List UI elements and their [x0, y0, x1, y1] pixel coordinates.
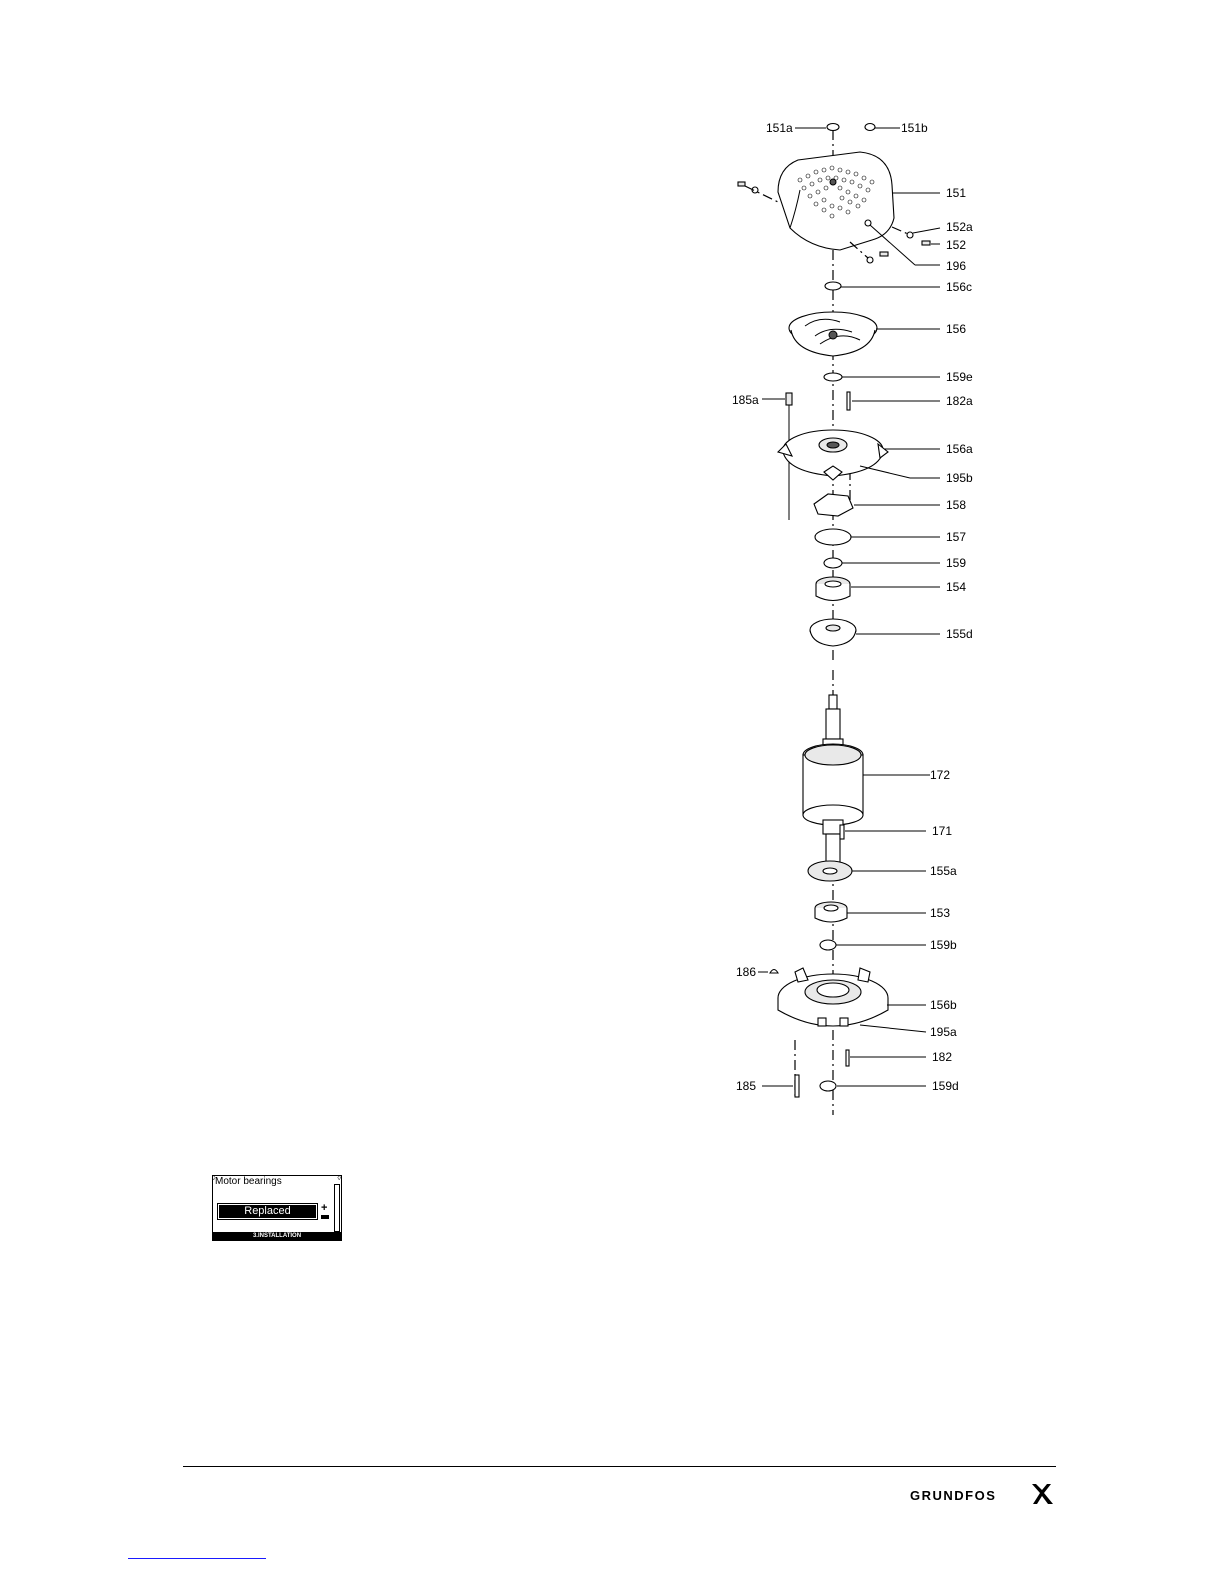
- part-156c: 156c: [825, 280, 972, 294]
- part-156b-end-shield: 156b 195a: [778, 968, 957, 1039]
- link-underline: [128, 1558, 266, 1559]
- part-156-fan: 156: [789, 312, 966, 356]
- part-159b-ring: 159b: [820, 938, 957, 952]
- label-155a: 155a: [930, 864, 957, 878]
- label-157: 157: [946, 530, 966, 544]
- label-186: 186: [736, 965, 756, 979]
- part-154-bearing: 154: [816, 577, 966, 601]
- part-151b: 151b: [865, 121, 928, 135]
- label-159: 159: [946, 556, 966, 570]
- part-158-gasket: 158: [814, 494, 966, 516]
- label-196: 196: [946, 259, 966, 273]
- part-185-screw: 185: [736, 1075, 799, 1097]
- grundfos-x-icon: [1030, 1482, 1056, 1506]
- label-159b: 159b: [930, 938, 957, 952]
- label-185a: 185a: [732, 393, 759, 407]
- part-171-key: 171: [840, 824, 952, 839]
- display-footer: 3.INSTALLATION: [213, 1232, 341, 1240]
- label-156b: 156b: [930, 998, 957, 1012]
- part-185a-screw: 185a: [732, 393, 792, 520]
- lcd-display: Motor bearings Replaced + ◊ ◊ ◊ 3.INSTAL…: [212, 1175, 342, 1241]
- plus-icon: +: [321, 1203, 327, 1214]
- label-195b: 195b: [946, 471, 973, 485]
- display-value-field: Replaced: [217, 1203, 318, 1220]
- label-182a: 182a: [946, 394, 973, 408]
- label-172: 172: [930, 768, 950, 782]
- part-182a-pin: 182a: [847, 392, 973, 410]
- part-159-ring: 159: [824, 556, 966, 570]
- part-182-pin: 182: [846, 1050, 952, 1066]
- label-156: 156: [946, 322, 966, 336]
- scrollbar: [334, 1184, 340, 1232]
- part-157-o-ring: 157: [815, 529, 966, 545]
- brand-logo: GRUNDFOS: [910, 1488, 996, 1503]
- part-151a: 151a: [766, 121, 839, 135]
- part-156a-bearing-cover: 156a 195b: [778, 430, 973, 485]
- part-159d-ring: 159d: [820, 1079, 959, 1093]
- label-152a: 152a: [946, 220, 973, 234]
- label-155d: 155d: [946, 627, 973, 641]
- label-182: 182: [932, 1050, 952, 1064]
- label-151b: 151b: [901, 121, 928, 135]
- label-195a: 195a: [930, 1025, 957, 1039]
- corner-icon: ◊: [212, 1175, 215, 1182]
- exploded-motor-diagram: 151a 151b 151: [700, 100, 1000, 1130]
- label-159e: 159e: [946, 370, 973, 384]
- part-172-rotor: 172: [803, 695, 950, 864]
- footer-divider: [183, 1466, 1056, 1467]
- corner-icon: ◊: [338, 1175, 341, 1182]
- label-154: 154: [946, 580, 966, 594]
- part-153-bearing: 153: [815, 902, 950, 922]
- label-159d: 159d: [932, 1079, 959, 1093]
- minus-icon: [321, 1215, 329, 1219]
- part-159e: 159e: [824, 370, 973, 384]
- label-185: 185: [736, 1079, 756, 1093]
- part-155a-washer: 155a: [808, 861, 957, 881]
- label-171: 171: [932, 824, 952, 838]
- label-152: 152: [946, 238, 966, 252]
- label-156c: 156c: [946, 280, 972, 294]
- label-151: 151: [946, 186, 966, 200]
- part-151-fan-cover: 151: [778, 152, 966, 250]
- part-186-plug: 186: [736, 965, 778, 979]
- label-158: 158: [946, 498, 966, 512]
- display-title: Motor bearings: [215, 1176, 282, 1188]
- label-153: 153: [930, 906, 950, 920]
- label-156a: 156a: [946, 442, 973, 456]
- display-value: Replaced: [219, 1205, 316, 1218]
- label-151a: 151a: [766, 121, 793, 135]
- part-155d-plate: 155d: [810, 619, 973, 646]
